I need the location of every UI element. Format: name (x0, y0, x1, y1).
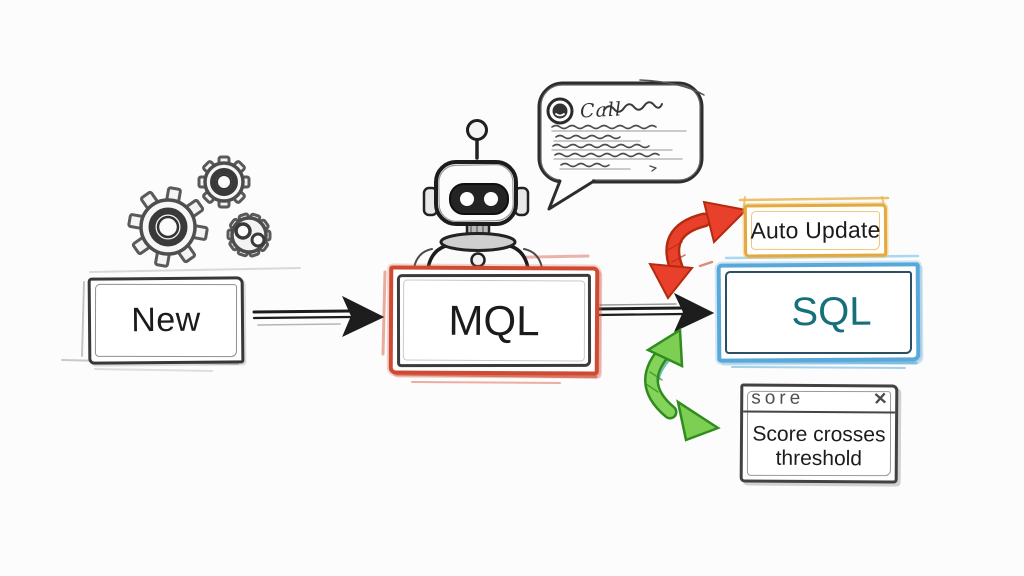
gears-icon (127, 155, 272, 268)
red-curved-arrow (648, 200, 749, 300)
gear-small (226, 212, 272, 258)
auto-update-label: Auto Update (750, 216, 881, 244)
robot-visor (449, 183, 509, 215)
score-threshold-window: sore ✕ Score crosses threshold (739, 383, 899, 484)
speech-bubble-heading: Call (579, 98, 623, 123)
node-sql: SQL (716, 262, 921, 363)
node-mql: MQL (388, 265, 600, 376)
node-mql-label: MQL (448, 296, 540, 344)
robot-button (470, 252, 486, 268)
heading-scribble (603, 101, 663, 113)
phone-icon (546, 97, 574, 125)
score-body-line1: Score crosses (752, 422, 886, 447)
arrow-mql-to-sql (594, 292, 715, 333)
gear-medium (197, 155, 251, 209)
close-icon: ✕ (872, 388, 888, 409)
robot-eye-right (484, 192, 498, 206)
robot-eye-left (460, 192, 474, 206)
score-window-titlebar: sore ✕ (743, 386, 896, 414)
green-curved-arrow (644, 327, 721, 442)
speech-bubble (537, 79, 705, 211)
arrow-new-to-mql (252, 295, 385, 338)
note-scribble-lines (551, 124, 687, 172)
score-window-body: Score crosses threshold (743, 412, 895, 480)
gear-large (127, 186, 209, 268)
speech-bubble-tail (547, 179, 596, 211)
auto-update-tag: Auto Update (743, 203, 888, 258)
robot-antenna-ball (466, 119, 488, 141)
node-new: New (87, 276, 245, 365)
node-sql-label: SQL (791, 289, 872, 335)
score-body-line2: threshold (775, 446, 863, 470)
node-new-label: New (131, 300, 201, 340)
robot-collar (439, 232, 517, 252)
robot-icon (413, 119, 543, 270)
score-window-title: sore (751, 387, 805, 409)
